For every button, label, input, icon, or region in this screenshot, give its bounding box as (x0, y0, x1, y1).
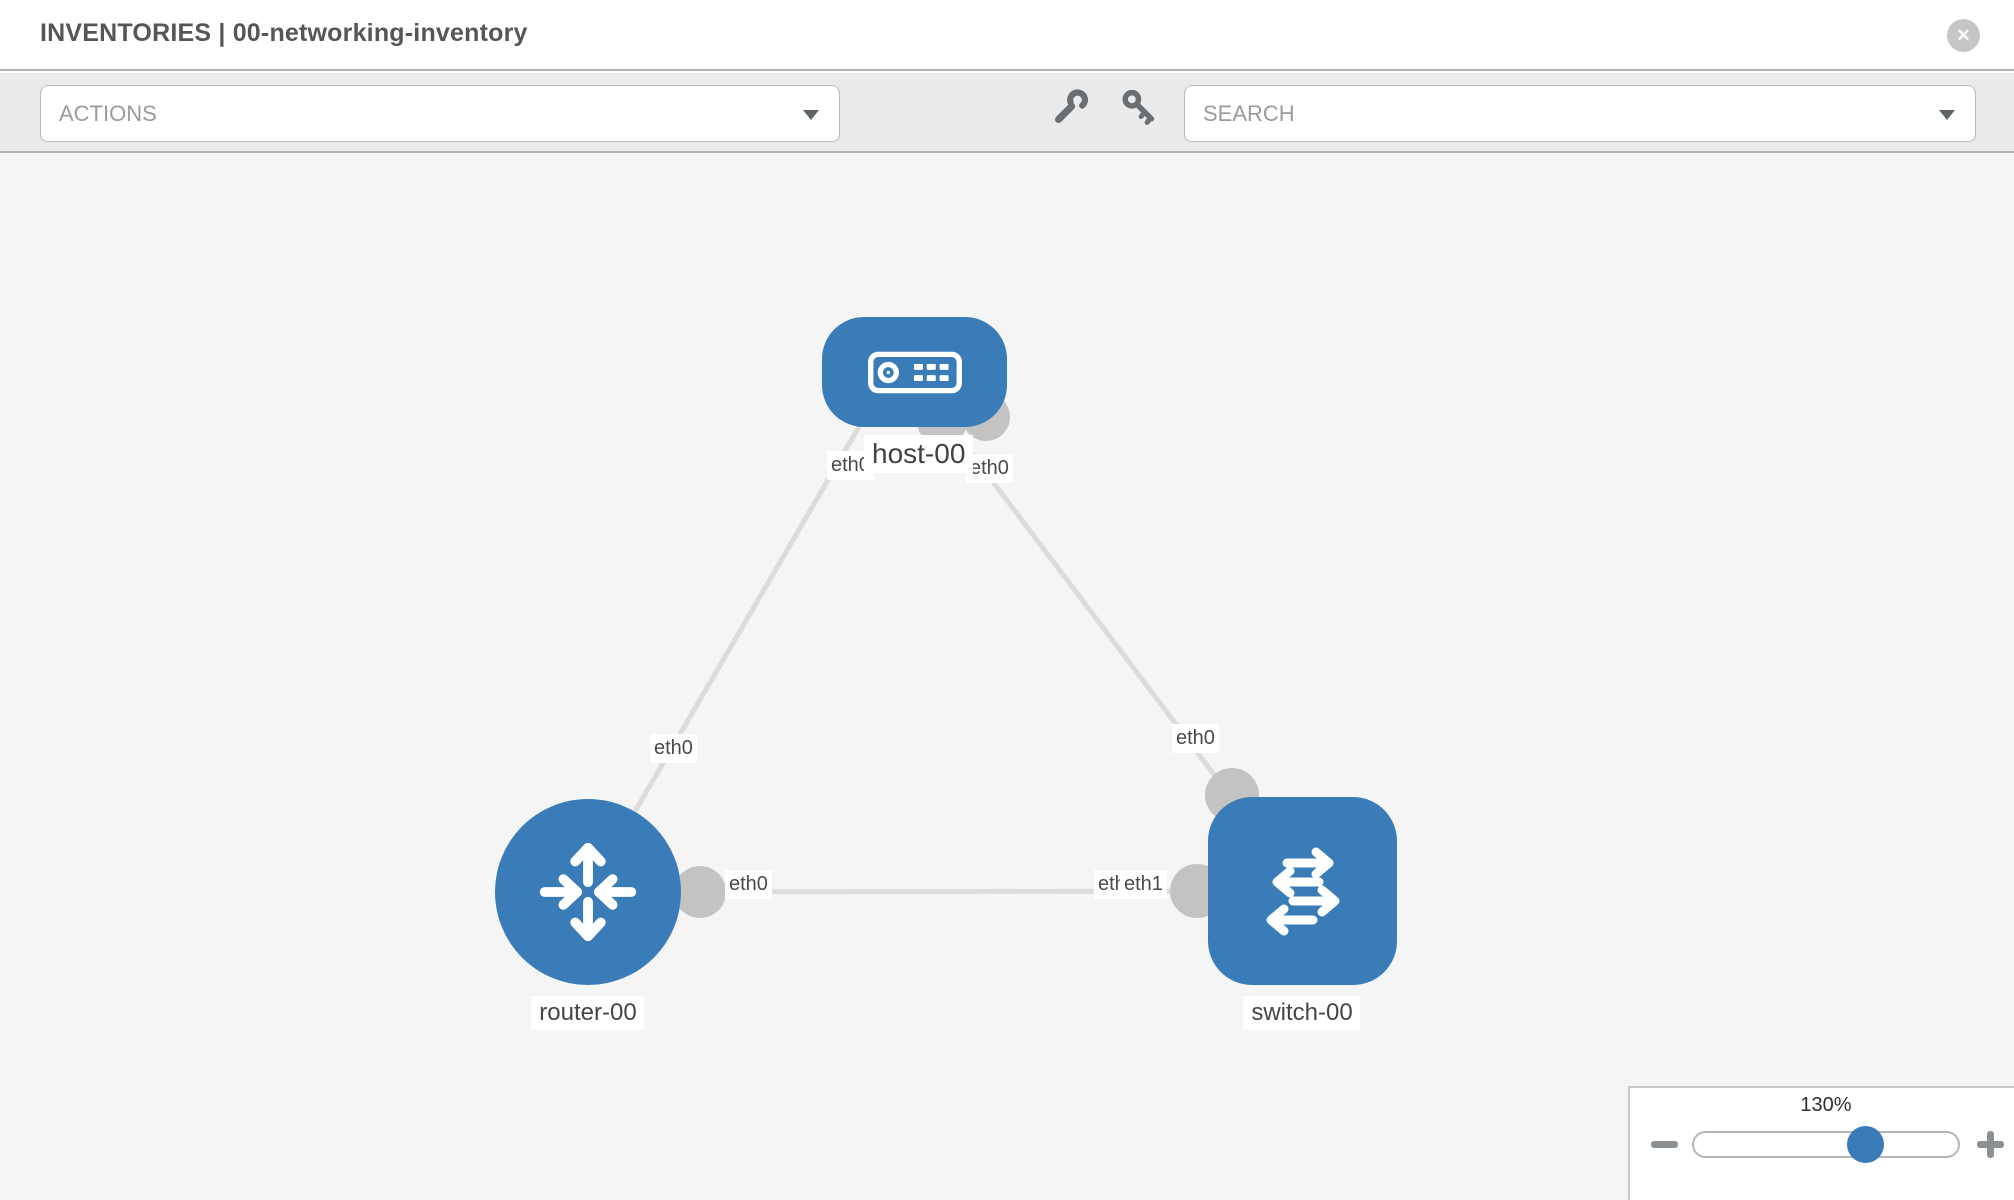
toolbar: ACTIONS SEARCH (0, 73, 2014, 153)
actions-dropdown-label: ACTIONS (59, 101, 157, 126)
node-label-switch-00: switch-00 (1243, 996, 1361, 1030)
port-label: eth0 (725, 870, 772, 899)
port-label: eth0 (966, 454, 1013, 483)
key-icon (1122, 89, 1155, 125)
links-layer (585, 393, 1304, 918)
search-dropdown-label: SEARCH (1203, 101, 1295, 126)
router-icon (539, 842, 637, 942)
zoom-level: 130% (1800, 1094, 1852, 1116)
node-label-router-00: router-00 (531, 996, 645, 1030)
actions-dropdown[interactable]: ACTIONS (40, 85, 840, 142)
host-icon (867, 351, 962, 393)
port-label: eth1 (1120, 870, 1167, 899)
node-host-00[interactable] (822, 317, 1007, 427)
wrench-icon (1054, 89, 1088, 124)
zoom-control-panel: 130% (1628, 1086, 2014, 1200)
port-connector (674, 866, 726, 918)
key-button[interactable] (1120, 88, 1158, 126)
close-button[interactable]: ✕ (1947, 19, 1980, 52)
topology-canvas[interactable]: eth0 eth0 eth0 eth0 eth0 eth0 eth1 host-… (0, 153, 2014, 1200)
zoom-in-icon[interactable] (1977, 1131, 2004, 1158)
wrench-button[interactable] (1052, 88, 1090, 126)
node-switch-00[interactable] (1208, 797, 1397, 985)
port-label: eth0 (650, 734, 697, 763)
port-label: eth0 (1172, 724, 1219, 753)
zoom-slider-track[interactable] (1692, 1131, 1960, 1158)
header: INVENTORIES | 00-networking-inventory ✕ (0, 0, 2014, 71)
close-icon: ✕ (1956, 26, 1971, 45)
search-dropdown[interactable]: SEARCH (1184, 85, 1976, 142)
zoom-out-icon[interactable] (1651, 1141, 1678, 1148)
node-router-00[interactable] (495, 799, 681, 985)
page-title: INVENTORIES | 00-networking-inventory (40, 19, 528, 47)
node-label-host-00: host-00 (864, 435, 974, 473)
switch-icon (1266, 847, 1339, 936)
zoom-slider-handle[interactable] (1847, 1126, 1884, 1163)
chevron-down-icon (1939, 110, 1955, 120)
chevron-down-icon (803, 110, 819, 120)
